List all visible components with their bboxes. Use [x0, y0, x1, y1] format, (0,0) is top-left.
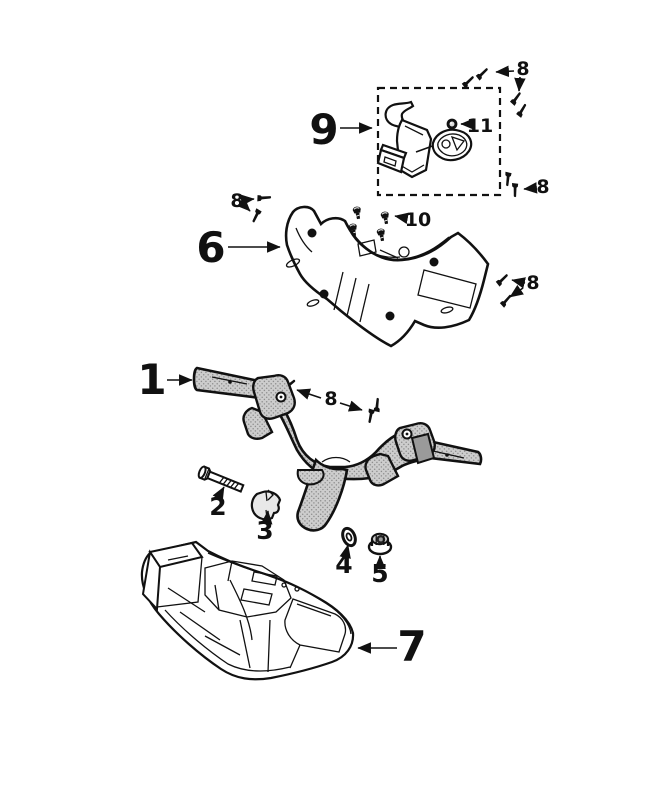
- bracket-assembly-group: [376, 86, 502, 197]
- handlebar-part: [192, 366, 483, 532]
- callout-2: 2: [209, 492, 226, 521]
- handlebar-left-wing: [242, 406, 274, 440]
- callout-8-top-right: 8: [516, 58, 529, 80]
- callout-labels: 1 2 3 4 5 6 7 8 8 8 8 8 9 10 11: [137, 58, 549, 671]
- washer-part: [341, 526, 357, 548]
- bracket-nut-part: [446, 118, 458, 130]
- callout-arrows: [167, 65, 538, 654]
- screw-set-cover-right: [495, 272, 514, 308]
- callout-11: 11: [467, 115, 493, 137]
- dashed-box: [376, 86, 502, 197]
- inner-cover-part: [284, 205, 490, 348]
- bushing-part: [250, 489, 282, 521]
- handlebar-strap: [410, 432, 436, 465]
- callout-5: 5: [371, 559, 388, 588]
- screw-set-box-right: [504, 171, 519, 198]
- callout-6: 6: [196, 223, 225, 272]
- clamp-bolt-part: [197, 465, 245, 493]
- callout-10: 10: [405, 209, 431, 231]
- callout-7: 7: [397, 622, 426, 671]
- callout-8-handlebar: 8: [324, 388, 337, 410]
- flange-nut-part: [367, 532, 393, 556]
- callout-8-cover-right: 8: [526, 272, 539, 294]
- callout-8-box-right: 8: [536, 176, 549, 198]
- handlebar-right-wing: [364, 452, 400, 487]
- lower-cover-part: [140, 540, 355, 681]
- handlebar-stem: [296, 457, 349, 532]
- callout-4: 4: [335, 550, 352, 579]
- callout-8-cover-left: 8: [230, 190, 243, 212]
- bracket-part: [376, 100, 473, 179]
- callout-9: 9: [309, 105, 338, 154]
- callout-1: 1: [137, 355, 166, 404]
- callout-3: 3: [256, 516, 273, 545]
- handlebar-left-clamp-collar: [252, 374, 296, 420]
